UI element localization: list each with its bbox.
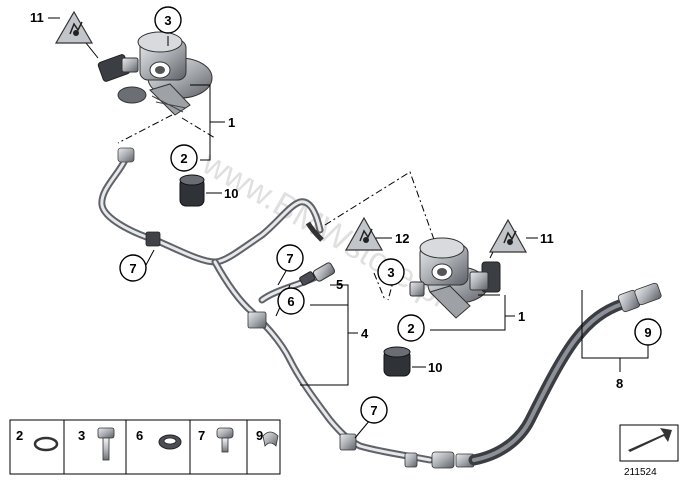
warning-triangle-left (344, 216, 384, 251)
callout-10-upper: 10 (224, 186, 238, 201)
sealing-ring-icon (158, 434, 182, 450)
callout-7-lower: 7 (360, 396, 388, 424)
callout-9: 9 (634, 318, 662, 346)
svg-text:2: 2 (180, 151, 187, 166)
roller-tappet-lower (383, 346, 411, 377)
fuel-hose (468, 282, 662, 466)
callout-12: 12 (395, 231, 409, 246)
high-pressure-pump-right (409, 237, 501, 319)
svg-text:9: 9 (644, 325, 651, 340)
legend-item-7: 7 (198, 427, 234, 453)
leader-lines (85, 36, 649, 439)
callout-7-middle: 7 (276, 244, 304, 272)
svg-text:7: 7 (370, 403, 377, 418)
parts-legend: 2 3 6 7 9 (9, 419, 281, 475)
callout-1-right: 1 (518, 309, 525, 324)
svg-text:11: 11 (30, 10, 44, 25)
hex-bolt-icon (97, 427, 115, 461)
direction-arrow-icon (628, 428, 672, 452)
svg-text:10: 10 (428, 360, 442, 375)
svg-text:8: 8 (616, 376, 623, 391)
svg-text:211524: 211524 (624, 467, 657, 478)
svg-text:7: 7 (129, 261, 136, 276)
svg-text:6: 6 (287, 294, 294, 309)
svg-text:2: 2 (407, 321, 414, 336)
roller-tappet-upper (179, 174, 205, 207)
pressure-sensor (299, 262, 336, 286)
svg-text:4: 4 (361, 326, 369, 341)
svg-text:3: 3 (387, 265, 394, 280)
callout-11-right: 11 (526, 231, 554, 246)
callout-1-upper: 1 (228, 115, 235, 130)
callout-2-upper: 2 (170, 144, 198, 172)
legend-item-3: 3 (78, 427, 115, 461)
svg-text:6: 6 (136, 428, 143, 443)
callout-4: 4 (361, 326, 369, 341)
clip-icon (262, 431, 279, 447)
o-ring-icon (33, 436, 59, 452)
svg-text:2: 2 (16, 428, 23, 443)
high-pressure-pump-upper (97, 31, 213, 116)
legend-item-6: 6 (136, 428, 182, 450)
svg-text:11: 11 (540, 231, 554, 246)
svg-text:7: 7 (198, 428, 205, 443)
svg-text:10: 10 (224, 186, 238, 201)
warning-triangle-upper (54, 10, 94, 44)
legend-item-9: 9 (256, 428, 279, 447)
callout-7-left: 7 (119, 254, 147, 282)
svg-text:9: 9 (256, 428, 263, 443)
warning-triangle-right (488, 218, 528, 253)
callout-6: 6 (277, 287, 305, 315)
svg-text:3: 3 (164, 13, 171, 28)
diagram-id-box: 211524 (619, 424, 679, 478)
legend-item-2: 2 (16, 428, 59, 452)
svg-text:7: 7 (286, 251, 293, 266)
svg-text:3: 3 (78, 428, 85, 443)
svg-text:1: 1 (228, 115, 235, 130)
callout-8: 8 (616, 376, 623, 391)
callout-2-right: 2 (397, 314, 425, 342)
torx-bolt-icon (216, 427, 234, 453)
callout-3-right: 3 (377, 258, 405, 286)
svg-text:1: 1 (518, 309, 525, 324)
callout-5: 5 (336, 277, 343, 292)
svg-text:12: 12 (395, 231, 409, 246)
svg-text:5: 5 (336, 277, 343, 292)
callout-3-upper: 3 (154, 6, 182, 34)
callout-10-lower: 10 (428, 360, 442, 375)
callout-11-upper: 11 (30, 10, 60, 25)
